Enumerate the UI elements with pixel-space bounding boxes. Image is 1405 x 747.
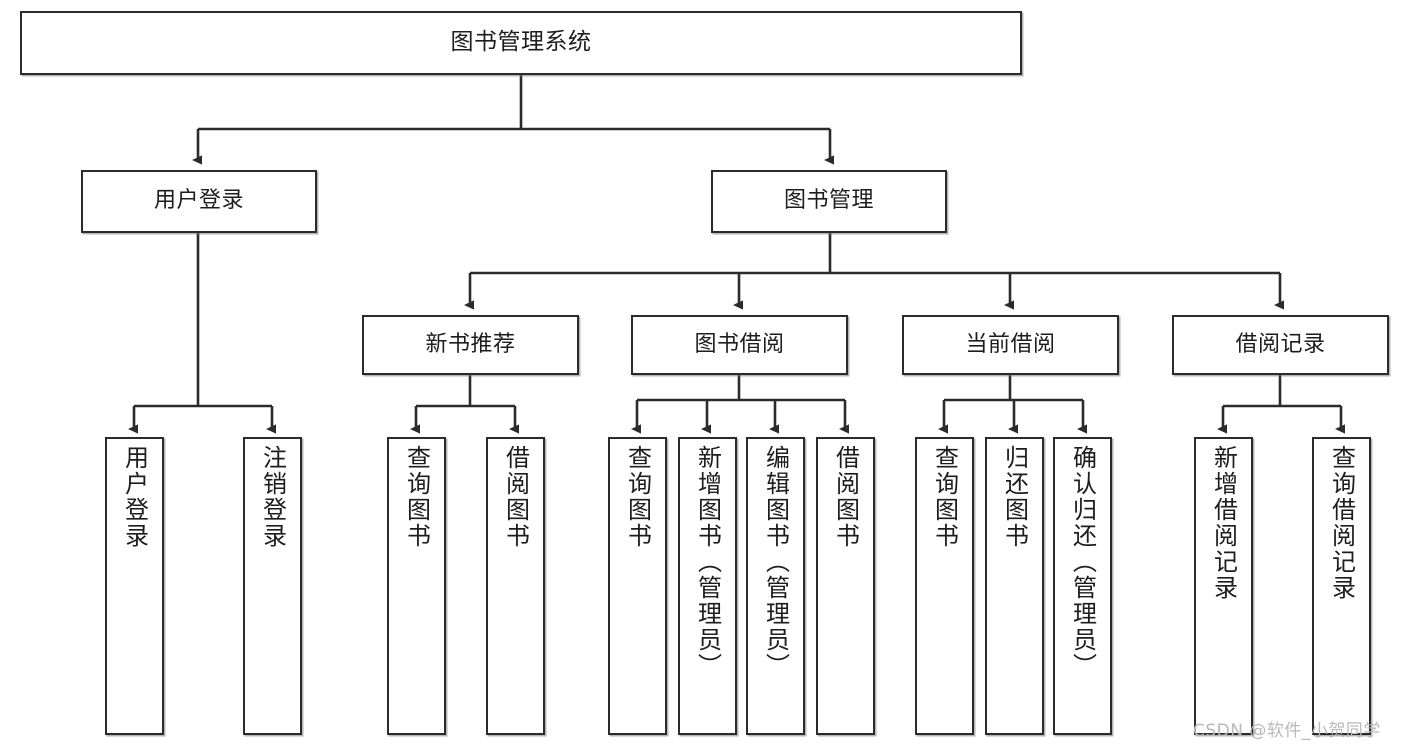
node-leaf-query-book-3[interactable]: 查询图书 bbox=[915, 437, 974, 735]
node-leaf-user-logout-label: 注销登录 bbox=[258, 445, 287, 549]
node-leaf-query-record-label: 查询借阅记录 bbox=[1327, 445, 1356, 601]
node-root[interactable]: 图书管理系统 bbox=[20, 11, 1022, 75]
node-root-label: 图书管理系统 bbox=[450, 29, 592, 56]
node-borrow-record-label: 借阅记录 bbox=[1235, 331, 1326, 357]
node-leaf-query-record[interactable]: 查询借阅记录 bbox=[1312, 437, 1371, 735]
node-leaf-query-book-1[interactable]: 查询图书 bbox=[387, 437, 446, 735]
node-leaf-borrow-book-2-label: 借阅图书 bbox=[831, 445, 860, 549]
node-leaf-query-book-1-label: 查询图书 bbox=[402, 445, 431, 549]
node-leaf-query-book-3-label: 查询图书 bbox=[930, 445, 959, 549]
node-leaf-confirm-return-label: 确认归还（管理员） bbox=[1068, 445, 1097, 679]
node-leaf-user-login-label: 用户登录 bbox=[120, 445, 149, 549]
node-current-borrow-label: 当前借阅 bbox=[965, 331, 1056, 357]
node-new-book-recommend[interactable]: 新书推荐 bbox=[362, 315, 579, 375]
node-leaf-edit-book-label: 编辑图书（管理员） bbox=[761, 445, 790, 679]
node-leaf-add-book-label: 新增图书（管理员） bbox=[693, 445, 722, 679]
node-book-management[interactable]: 图书管理 bbox=[711, 170, 947, 233]
node-leaf-borrow-book-1-label: 借阅图书 bbox=[501, 445, 530, 549]
node-leaf-edit-book[interactable]: 编辑图书（管理员） bbox=[746, 437, 805, 735]
node-leaf-confirm-return[interactable]: 确认归还（管理员） bbox=[1053, 437, 1112, 735]
node-user-login-label: 用户登录 bbox=[153, 188, 244, 214]
node-book-borrow-label: 图书借阅 bbox=[694, 331, 785, 357]
node-leaf-query-book-2[interactable]: 查询图书 bbox=[608, 437, 667, 735]
node-new-book-recommend-label: 新书推荐 bbox=[425, 331, 516, 357]
node-book-borrow[interactable]: 图书借阅 bbox=[631, 315, 848, 375]
node-leaf-query-book-2-label: 查询图书 bbox=[623, 445, 652, 549]
node-leaf-return-book-label: 归还图书 bbox=[1000, 445, 1029, 549]
node-leaf-return-book[interactable]: 归还图书 bbox=[985, 437, 1044, 735]
node-current-borrow[interactable]: 当前借阅 bbox=[902, 315, 1119, 375]
node-leaf-borrow-book-2[interactable]: 借阅图书 bbox=[816, 437, 875, 735]
node-leaf-add-record-label: 新增借阅记录 bbox=[1209, 445, 1238, 601]
node-leaf-add-record[interactable]: 新增借阅记录 bbox=[1194, 437, 1253, 735]
node-leaf-user-login[interactable]: 用户登录 bbox=[105, 437, 164, 735]
node-borrow-record[interactable]: 借阅记录 bbox=[1172, 315, 1389, 375]
node-leaf-add-book[interactable]: 新增图书（管理员） bbox=[678, 437, 737, 735]
watermark: CSDN @软件_小贺同学 bbox=[1193, 721, 1381, 741]
node-leaf-user-logout[interactable]: 注销登录 bbox=[243, 437, 302, 735]
node-book-management-label: 图书管理 bbox=[783, 188, 874, 214]
node-leaf-borrow-book-1[interactable]: 借阅图书 bbox=[486, 437, 545, 735]
node-user-login[interactable]: 用户登录 bbox=[81, 170, 317, 233]
